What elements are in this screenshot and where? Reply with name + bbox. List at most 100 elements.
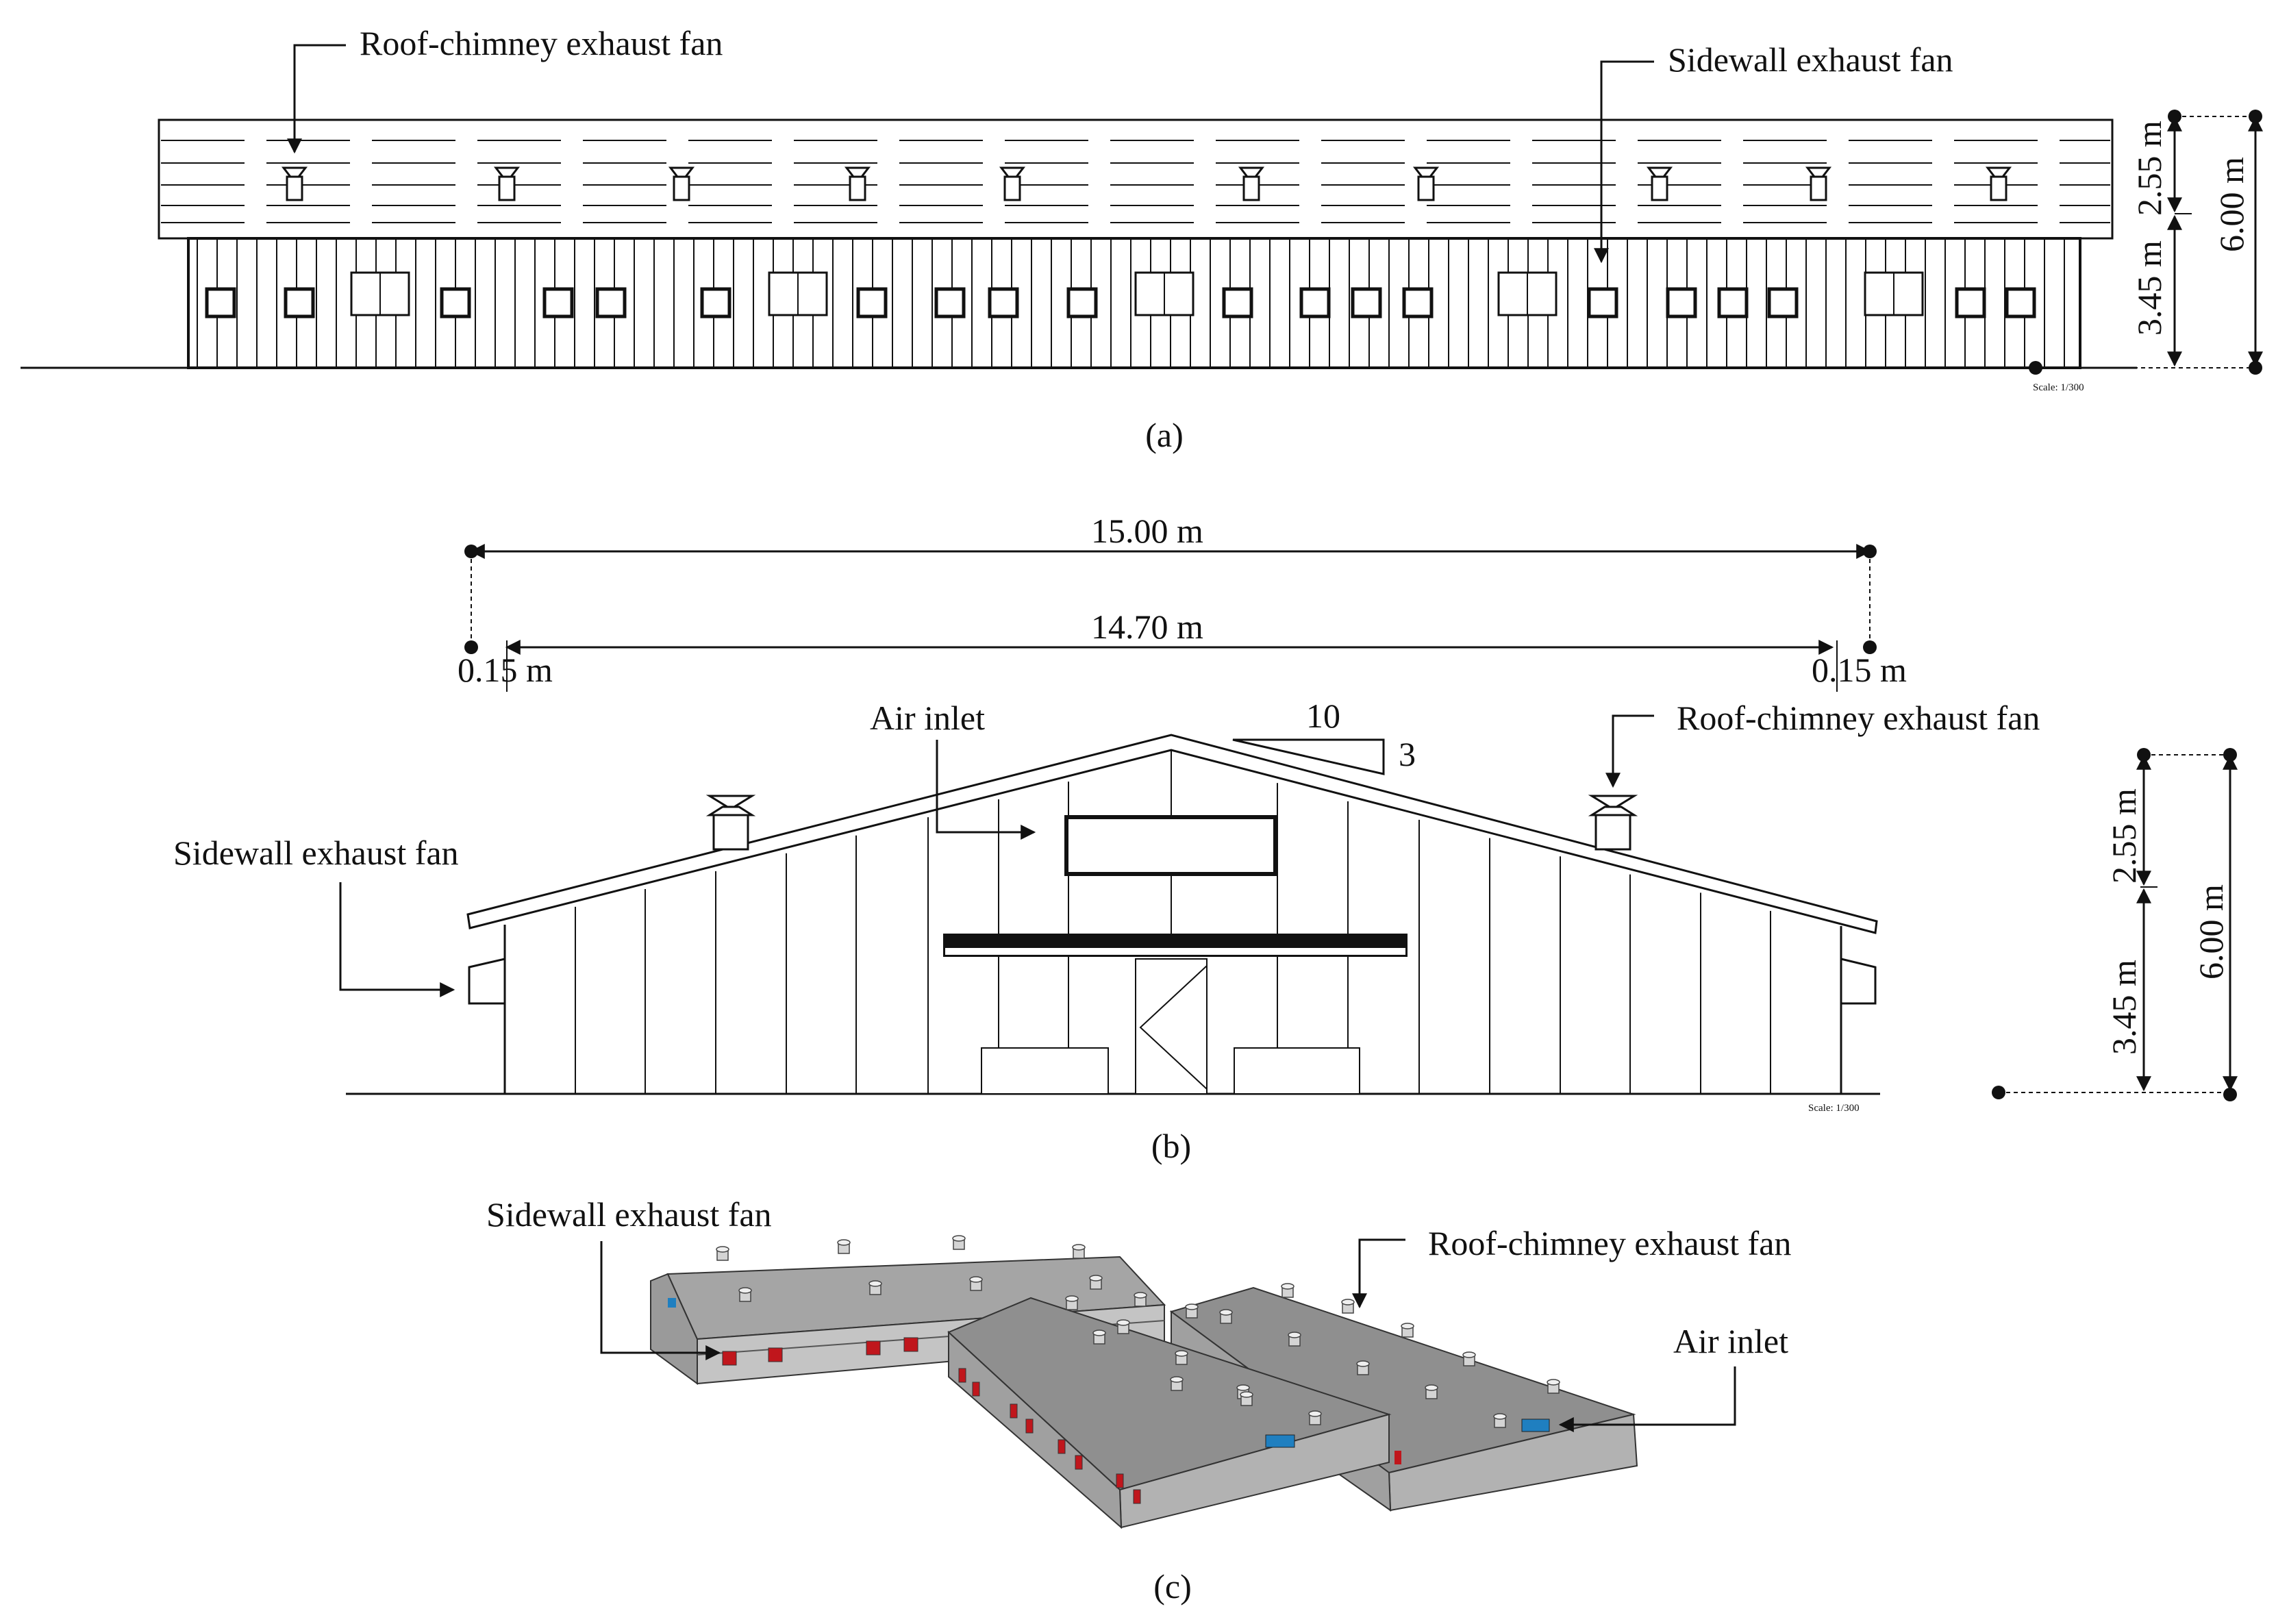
sidewall-fan-box (1402, 287, 1434, 318)
roof-fan-cap (1238, 166, 1265, 178)
sidewall-fan-3d (722, 1351, 737, 1366)
air-inlet-3d-middle (1265, 1434, 1295, 1448)
callout-arrow-roof-c (1352, 1238, 1405, 1309)
dim-dot (2168, 110, 2181, 123)
roof-fan-3d-cap (1134, 1292, 1147, 1299)
callout-arrow-inlet-b (936, 740, 1036, 840)
sidewall-fan-box (1767, 287, 1799, 318)
roof-fan-3d-cap (952, 1235, 966, 1242)
roof-chimney-fan-right-b (1588, 795, 1638, 851)
ground-box-left-b (981, 1047, 1109, 1095)
sidewall-fan-3d (1075, 1455, 1083, 1470)
caption-c: (c) (1153, 1567, 1192, 1606)
dim-dot (464, 640, 478, 654)
roof-chimney-fan-left-b (705, 795, 756, 851)
callout-arrow-side-a (1594, 60, 1654, 264)
wall-band-a (187, 237, 2081, 369)
sidewall-fan-box (284, 287, 315, 318)
dim-inner-width: 14.70 m (1091, 608, 1203, 646)
sidewall-fan-box (1717, 287, 1749, 318)
sidewall-fan-box (1351, 287, 1382, 318)
slope-triangle (1232, 738, 1385, 775)
roof-fan-cap (1646, 166, 1673, 178)
panel-b-end-elevation: 15.00 m 14.70 m 0.15 m 0.15 m (173, 512, 2238, 1165)
callout-arrow-side-b (339, 882, 455, 997)
dim-dot (2223, 1088, 2237, 1101)
air-inlet-3d-right (1521, 1419, 1550, 1432)
roof-fan-box (498, 175, 516, 201)
sidewall-fan-box (1587, 287, 1618, 318)
sidewall-fan-box (542, 287, 574, 318)
roof-fan-3d-cap (1356, 1360, 1370, 1367)
roof-fan-cap (1412, 166, 1440, 178)
sidewall-fan-box (440, 287, 471, 318)
callout-arrow-side-c (600, 1241, 721, 1360)
sidewall-fan-box (1955, 287, 1986, 318)
sidewall-fan-box (1666, 287, 1697, 318)
sidewall-fan-box (988, 287, 1019, 318)
dim-dot (2029, 361, 2042, 375)
roof-fan-3d-cap (1116, 1319, 1130, 1326)
dim-eave-left: 0.15 m (458, 651, 553, 689)
roof-fan-3d-cap (1065, 1295, 1079, 1302)
caption-a: (a) (1145, 416, 1184, 454)
scale-note-a: Scale: 1/300 (2033, 382, 2084, 393)
sidewall-fan-3d (1058, 1439, 1066, 1454)
dim-wall-height-b: 3.45 m (2105, 960, 2143, 1055)
callout-arrow-roof-b (1605, 714, 1654, 788)
roof-fan-3d-cap (1401, 1323, 1414, 1329)
roof-fan-3d-cap (1185, 1303, 1199, 1310)
roof-fan-3d-cap (1175, 1350, 1188, 1357)
label-air-inlet-c: Air inlet (1673, 1322, 1788, 1360)
roof-fan-cap (493, 166, 521, 178)
sidewall-fan-box (700, 287, 731, 318)
dim-overall-width: 15.00 m (1091, 512, 1203, 550)
roof-fan-box (673, 175, 690, 201)
roof-fan-3d-cap (1072, 1244, 1086, 1251)
sidewall-fan-box (1222, 287, 1253, 318)
dim-dot (464, 545, 478, 558)
callout-arrow-roof-a (287, 44, 346, 154)
dim-wall-height-a: 3.45 m (2130, 240, 2168, 336)
roof-fan-box (1651, 175, 1668, 201)
dim-dot (1863, 545, 1877, 558)
building-right-roof-fans (1219, 1283, 1560, 1428)
roof-fan-3d-cap (1240, 1391, 1253, 1398)
sidewall-fan-3d (1116, 1473, 1124, 1488)
roof-fan-box (1242, 175, 1260, 201)
panel-a-side-elevation: Roof-chimney exhaust fan Sidewall exhaus… (21, 24, 2263, 454)
dim-dot (2223, 748, 2237, 762)
dim-dot (2249, 110, 2262, 123)
building-middle-sidewall-fans (958, 1368, 1141, 1504)
roof-fan-3d-cap (1341, 1299, 1355, 1306)
label-roof-fan-b: Roof-chimney exhaust fan (1677, 699, 2040, 737)
roof-fan-box (1990, 175, 2007, 201)
roof-fan-3d-cap (1281, 1283, 1294, 1290)
sidewall-fan-box (2005, 287, 2036, 318)
roof-fan-cap (1985, 166, 2012, 178)
roof-fan-3d-cap (1089, 1275, 1103, 1282)
roof-fan-3d-cap (738, 1287, 752, 1294)
scale-note-b: Scale: 1/300 (1808, 1103, 1860, 1114)
sidewall-fan-box (595, 287, 627, 318)
roof-fan-cap (844, 166, 871, 178)
inlet-end-left (668, 1298, 676, 1308)
roof-fan-3d-cap (868, 1280, 882, 1287)
roof-chimney-fans-a (281, 166, 2012, 201)
roof-fan-3d-cap (1493, 1413, 1507, 1420)
label-side-fan-b: Sidewall exhaust fan (173, 834, 459, 872)
gable-roof-b (466, 734, 1878, 934)
height-dimension-b (1999, 754, 2238, 1093)
sidewall-fan-box (1299, 287, 1331, 318)
callout-arrow-inlet-c (1558, 1366, 1736, 1432)
dim-roof-height-b: 2.55 m (2105, 788, 2143, 884)
sidewall-fan-left-b (468, 958, 506, 1005)
sidewall-fan-3d (1133, 1489, 1141, 1504)
sidewall-fan-3d (866, 1340, 881, 1356)
building-middle-side-wall (948, 1330, 1123, 1529)
sidewall-fan-3d (768, 1347, 783, 1362)
label-roof-fan-c: Roof-chimney exhaust fan (1428, 1224, 1791, 1262)
roof-fan-3d-cap (1092, 1329, 1106, 1336)
label-side-fan-a: Sidewall exhaust fan (1668, 40, 1953, 79)
